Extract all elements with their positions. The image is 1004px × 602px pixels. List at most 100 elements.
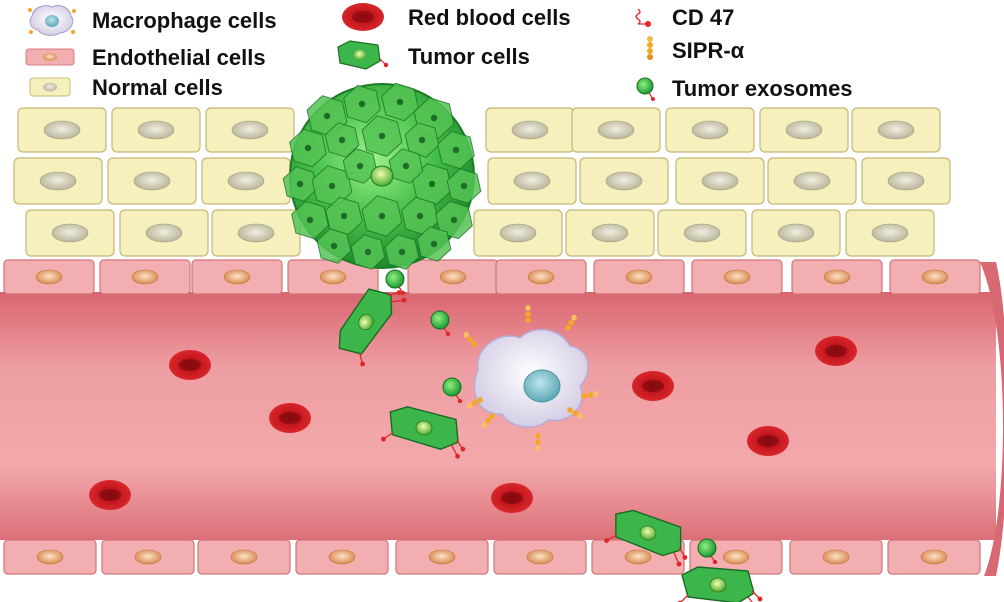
normal-cell	[111, 107, 201, 153]
normal-cell	[565, 209, 655, 257]
normal-cell	[571, 107, 661, 153]
tumor-cell	[604, 509, 688, 567]
legend-label-normal: Normal cells	[92, 75, 223, 100]
endothelial-cell	[295, 539, 389, 575]
legend: Macrophage cells Endothelial cells Norma…	[25, 3, 853, 101]
tumor-exosome	[442, 377, 463, 404]
normal-tissue-layer	[13, 107, 951, 257]
endothelial-cell	[889, 259, 981, 295]
endothelial-cell	[593, 259, 685, 295]
endothelial-cell	[493, 539, 587, 575]
normal-cell	[487, 157, 577, 205]
sipr-alpha-receptor	[463, 332, 477, 347]
endothelial-cell-icon	[25, 48, 75, 66]
normal-cell	[751, 209, 841, 257]
tumor-facets	[282, 82, 482, 270]
tumor-facet	[289, 128, 327, 168]
tumor-facet	[446, 168, 482, 204]
tumor-facet	[343, 84, 381, 124]
cd47-icon	[635, 8, 651, 27]
macrophage-icon	[28, 5, 76, 36]
normal-cell	[205, 107, 295, 153]
tumor-facet	[291, 200, 329, 240]
endothelial-cell	[99, 259, 191, 295]
normal-cell	[759, 107, 849, 153]
normal-cell	[119, 209, 209, 257]
red-blood-cell	[491, 483, 533, 513]
red-blood-cell	[169, 350, 211, 380]
legend-label-rbc: Red blood cells	[408, 5, 571, 30]
legend-label-macrophage: Macrophage cells	[92, 8, 277, 33]
endothelial-cell	[395, 539, 489, 575]
legend-label-exosome: Tumor exosomes	[672, 76, 853, 101]
tumor-facet	[404, 122, 440, 158]
blood-vessel	[0, 259, 1004, 576]
red-blood-cell	[632, 371, 674, 401]
normal-cell	[211, 209, 301, 257]
normal-cell	[861, 157, 951, 205]
endothelial-cell	[3, 259, 95, 295]
normal-cell-icon	[29, 77, 71, 97]
normal-cell	[17, 107, 107, 153]
tumor-mass	[282, 82, 482, 270]
normal-cell	[201, 157, 291, 205]
legend-label-tumor: Tumor cells	[408, 44, 530, 69]
tumor-cell-icon	[337, 40, 389, 70]
tumor-facet	[342, 148, 378, 184]
endothelial-cell	[887, 539, 981, 575]
tumor-facet	[361, 115, 403, 157]
normal-cell	[845, 209, 935, 257]
endothelial-cell	[791, 259, 883, 295]
macrophage	[463, 305, 599, 451]
tumor-facet	[316, 228, 352, 264]
circulating-tumor-cells	[338, 288, 763, 602]
legend-label-sipr: SIPR-α	[672, 38, 745, 63]
endothelial-cell	[197, 539, 291, 575]
endothelial-cell	[495, 259, 587, 295]
red-blood-cell-icon	[342, 3, 384, 31]
tumor-exosome	[697, 538, 718, 565]
normal-cell	[767, 157, 857, 205]
red-blood-cell	[747, 426, 789, 456]
red-blood-cell	[89, 480, 131, 510]
endothelial-cell	[191, 259, 283, 295]
red-blood-cell	[815, 336, 857, 366]
sipr-alpha-receptor	[466, 397, 483, 409]
endothelial-cell	[101, 539, 195, 575]
tumor-facet	[325, 196, 363, 236]
normal-cell	[665, 107, 755, 153]
tumor-cell	[338, 288, 407, 367]
tumor-exosome	[430, 310, 451, 337]
endothelial-cell	[691, 259, 783, 295]
tumor-facet	[324, 122, 360, 158]
normal-cell	[851, 107, 941, 153]
tumor-facet	[435, 200, 473, 240]
normal-cell	[13, 157, 103, 205]
sipr-alpha-receptor	[481, 413, 495, 428]
normal-cell	[657, 209, 747, 257]
sipr-alpha-receptor	[567, 407, 584, 419]
sipr-alpha-icon	[647, 36, 653, 60]
tumor-facet	[384, 234, 420, 270]
normal-cell	[485, 107, 575, 153]
red-blood-cells	[89, 336, 857, 513]
normal-cell	[579, 157, 669, 205]
tumor-facet	[282, 166, 318, 202]
tumor-facet	[416, 226, 452, 262]
legend-label-endothelial: Endothelial cells	[92, 45, 266, 70]
tumor-facet	[361, 195, 403, 237]
sipr-alpha-receptor	[581, 391, 599, 399]
sipr-alpha-receptor	[565, 314, 577, 331]
legend-label-cd47: CD 47	[672, 5, 734, 30]
endothelial-cell	[287, 259, 379, 295]
red-blood-cell	[269, 403, 311, 433]
endothelial-layer-bottom	[3, 539, 981, 575]
normal-cell	[473, 209, 563, 257]
tumor-cell	[381, 406, 466, 459]
tumor-exosome	[385, 269, 406, 296]
endothelial-cell	[789, 539, 883, 575]
endothelial-cell	[3, 539, 97, 575]
tumor-facet	[381, 82, 419, 122]
tumor-facet	[388, 148, 424, 184]
